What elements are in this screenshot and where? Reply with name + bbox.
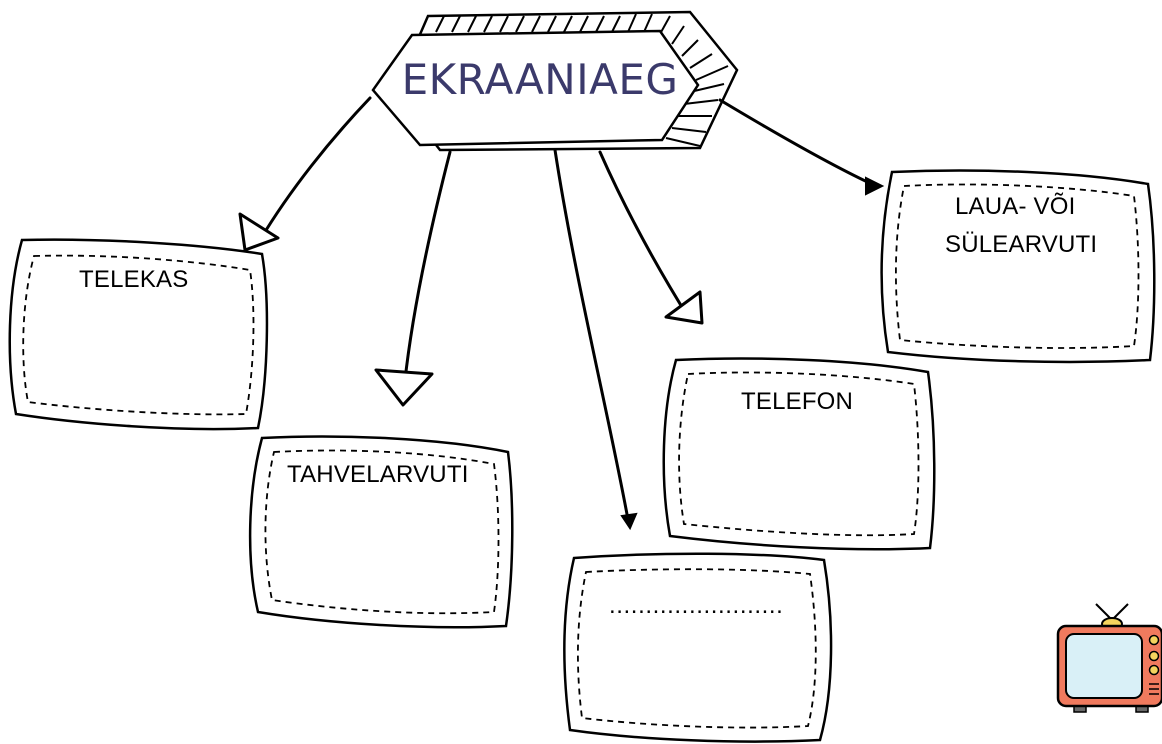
arrowhead-blank bbox=[620, 512, 638, 531]
arrow-to-laua bbox=[718, 98, 878, 188]
arrowhead-telefon bbox=[664, 290, 704, 325]
box-blank bbox=[563, 552, 833, 743]
arrowhead-tahvelarvuti bbox=[374, 368, 434, 407]
box-tahvelarvuti bbox=[248, 435, 514, 629]
label-telekas: TELEKAS bbox=[79, 266, 189, 293]
arrow-to-telefon bbox=[598, 150, 692, 322]
arrow-to-telekas bbox=[258, 96, 372, 242]
box-telekas bbox=[8, 238, 269, 431]
center-node bbox=[371, 10, 739, 152]
label-laua-line2: SÜLEARVUTI bbox=[945, 231, 1098, 258]
label-laua-line1: LAUA- VÕI bbox=[955, 193, 1076, 220]
box-telefon bbox=[662, 357, 936, 551]
box-laua bbox=[880, 169, 1156, 364]
arrowhead-telekas bbox=[238, 212, 280, 252]
arrow-to-blank bbox=[553, 148, 631, 527]
label-telefon: TELEFON bbox=[741, 388, 854, 415]
arrow-to-tahvelarvuti bbox=[401, 150, 452, 402]
arrowhead-laua bbox=[865, 176, 885, 196]
label-tahvelarvuti: TAHVELARVUTI bbox=[287, 461, 469, 488]
center-title: EKRAANIAEG bbox=[401, 55, 679, 104]
tv-icon bbox=[1056, 603, 1162, 713]
label-blank: ........................ bbox=[609, 592, 784, 619]
